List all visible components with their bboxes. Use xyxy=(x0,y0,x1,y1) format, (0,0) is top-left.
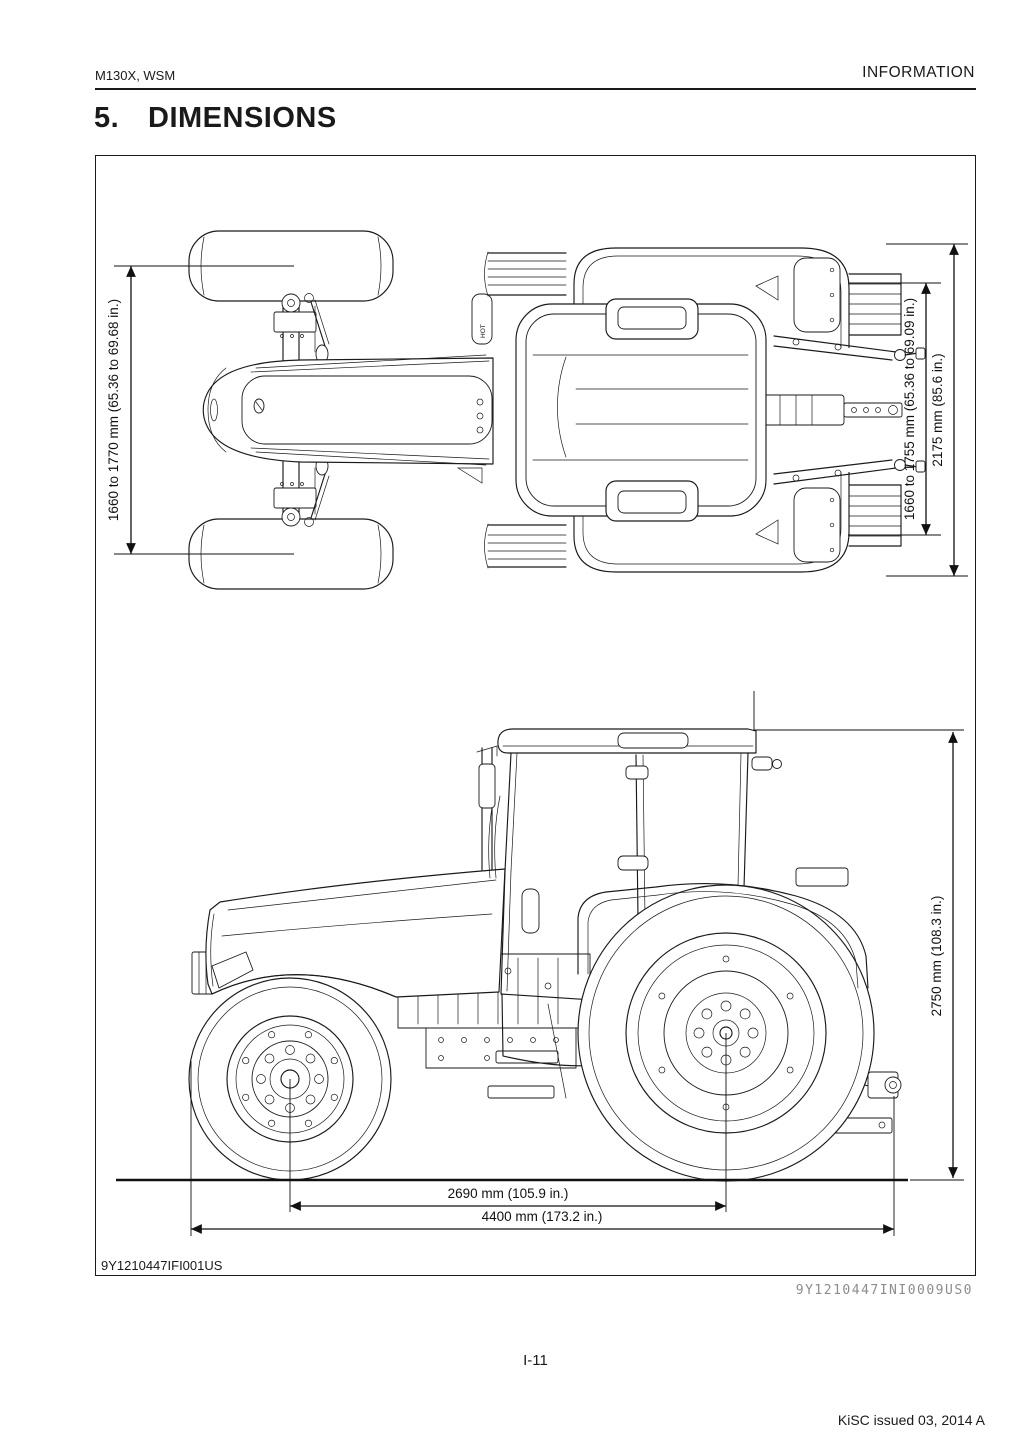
document-code: 9Y1210447INI0009US0 xyxy=(795,1283,973,1298)
page-title: 5. DIMENSIONS xyxy=(94,102,337,135)
figure-code: 9Y1210447IFI001US xyxy=(101,1258,229,1273)
page-title-text: DIMENSIONS xyxy=(148,102,337,134)
dim-overall-length-label: 4400 mm (173.2 in.) xyxy=(482,1209,603,1224)
issue-note: KiSC issued 03, 2014 A xyxy=(837,1412,985,1428)
header-divider xyxy=(95,88,976,90)
header-section: INFORMATION xyxy=(862,64,975,81)
dim-overall-height-label: 2750 mm (108.3 in.) xyxy=(929,896,944,1017)
hot-label: HOT xyxy=(480,324,487,338)
dim-wheelbase-label: 2690 mm (105.9 in.) xyxy=(448,1186,569,1201)
dimension-drawing: HOT xyxy=(106,230,968,1236)
dim-overall-width-label: 2175 mm (85.6 in.) xyxy=(930,353,945,466)
header-model: M130X, WSM xyxy=(95,68,176,83)
dim-front-tread-label: 1660 to 1770 mm (65.36 to 69.68 in.) xyxy=(106,299,121,521)
page-number: I-11 xyxy=(523,1352,548,1369)
page-title-number: 5. xyxy=(94,102,120,134)
side-view-drawing: 2750 mm (108.3 in.) 2690 mm (105.9 in.) … xyxy=(116,691,964,1236)
dim-rear-tread-label: 1660 to 1755 mm (65.36 to 69.09 in.) xyxy=(902,298,917,520)
top-view-drawing: HOT xyxy=(106,230,968,590)
figure-box: HOT xyxy=(95,155,976,1276)
